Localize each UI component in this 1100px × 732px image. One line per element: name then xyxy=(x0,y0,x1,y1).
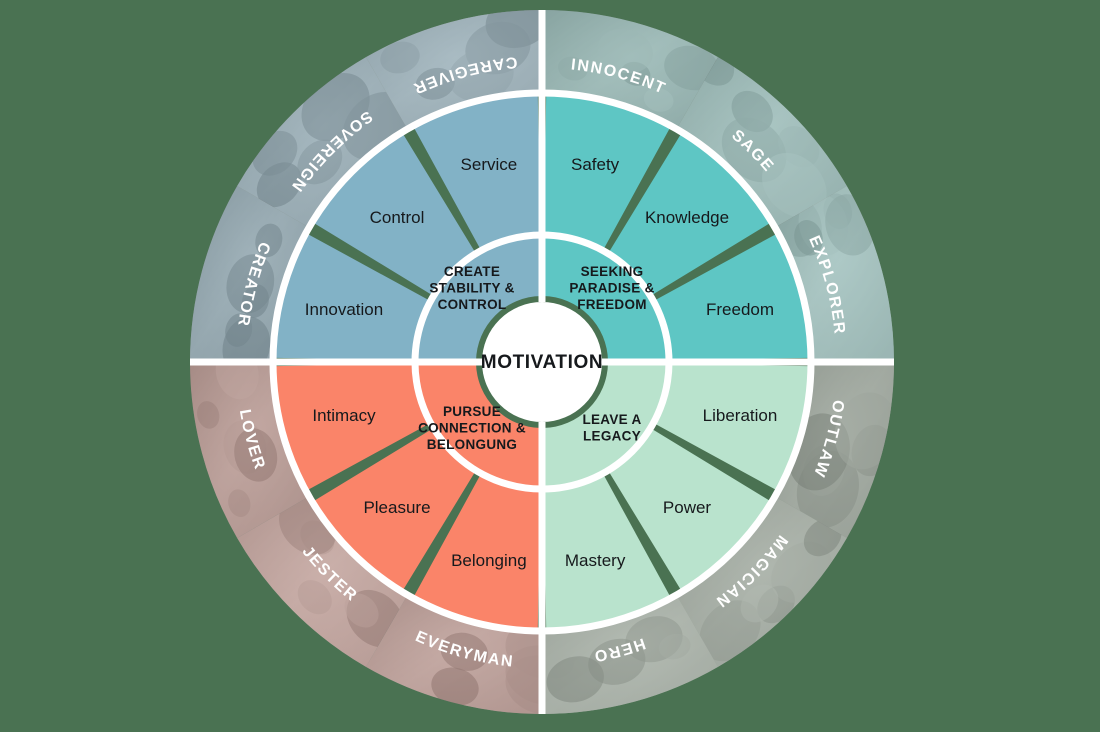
value-segment-intimacy[interactable] xyxy=(276,364,428,490)
photo-vignette xyxy=(237,57,406,226)
inner-motivation-ring xyxy=(418,238,666,486)
value-ring-boundary xyxy=(411,231,673,493)
value-label-freedom: Freedom xyxy=(706,300,774,319)
photo-vignette xyxy=(366,597,542,714)
value-label-knowledge: Knowledge xyxy=(645,208,729,227)
photo-ring-boundary xyxy=(269,89,815,635)
photo-vignette xyxy=(237,498,406,667)
photo-vignette xyxy=(777,186,894,362)
middle-value-ring xyxy=(276,96,808,628)
photo-vignette xyxy=(190,186,307,362)
photo-vignette xyxy=(542,10,718,127)
photo-vignette xyxy=(366,10,542,127)
outer-archetype-photo-ring xyxy=(190,10,894,714)
value-segment-safety[interactable] xyxy=(544,96,670,248)
value-segment-control[interactable] xyxy=(314,134,475,295)
value-segment-knowledge[interactable] xyxy=(609,134,770,295)
value-segment-service[interactable] xyxy=(414,96,540,248)
value-label-innovation: Innovation xyxy=(305,300,383,319)
motivation-segment-leave-a-legacy[interactable] xyxy=(543,363,666,486)
photo-vignette xyxy=(190,362,307,538)
value-label-control: Control xyxy=(370,208,425,227)
value-label-pleasure: Pleasure xyxy=(363,498,430,517)
motivation-segment-pursue-connection-belongung[interactable] xyxy=(418,363,541,486)
value-segment-liberation[interactable] xyxy=(656,364,808,490)
value-label-belonging: Belonging xyxy=(451,551,527,570)
value-label-liberation: Liberation xyxy=(703,406,778,425)
photo-vignette xyxy=(678,57,847,226)
value-label-power: Power xyxy=(663,498,712,517)
value-segment-innovation[interactable] xyxy=(276,234,428,360)
photo-vignette xyxy=(678,498,847,667)
value-segment-pleasure[interactable] xyxy=(314,429,475,590)
ring-dividers xyxy=(190,10,894,714)
center-circle xyxy=(482,302,602,422)
value-label-mastery: Mastery xyxy=(565,551,626,570)
value-segment-freedom[interactable] xyxy=(656,234,808,360)
value-segment-belonging[interactable] xyxy=(414,476,540,628)
value-segment-mastery[interactable] xyxy=(544,476,670,628)
value-label-service: Service xyxy=(461,155,518,174)
motivation-segment-create-stability-control[interactable] xyxy=(418,238,541,361)
center-label: MOTIVATION xyxy=(481,352,603,373)
motivation-segment-seeking-paradise-freedom[interactable] xyxy=(543,238,666,361)
photo-vignette xyxy=(777,362,894,538)
value-label-safety: Safety xyxy=(571,155,620,174)
photo-vignette xyxy=(542,597,718,714)
value-label-intimacy: Intimacy xyxy=(312,406,376,425)
value-segment-power[interactable] xyxy=(609,429,770,590)
center-hub: MOTIVATION xyxy=(481,302,603,422)
